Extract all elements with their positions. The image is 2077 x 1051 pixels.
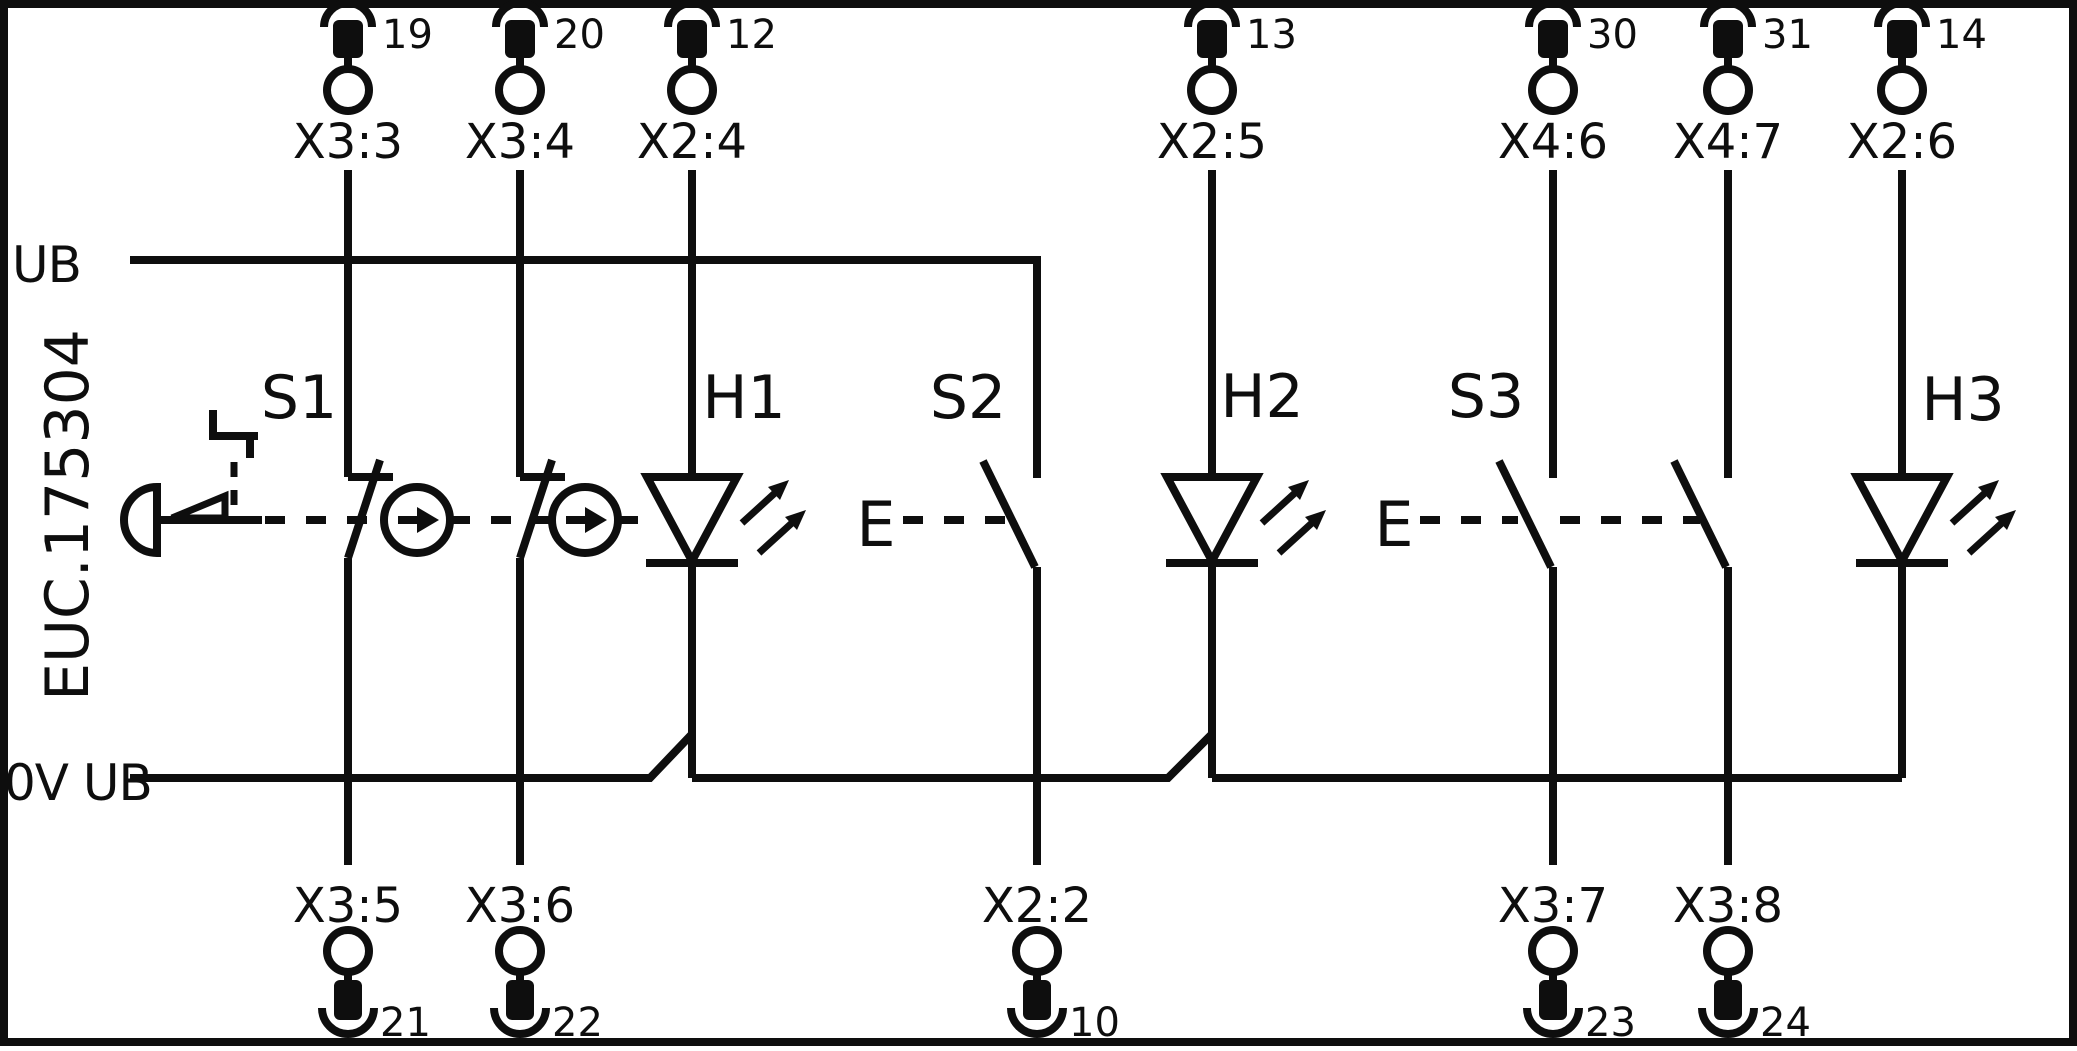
s2-no-contact-icon xyxy=(983,461,1035,567)
s1-label: S1 xyxy=(261,363,337,433)
terminal-icon xyxy=(668,3,716,111)
terminal-top-1: X3:3 19 xyxy=(293,3,433,170)
terminals-bottom: X3:5 21 X3:6 22 X2:2 10 X3:7 23 X3:8 24 xyxy=(293,878,1811,1046)
terminal-icon xyxy=(1529,3,1577,111)
s3-actuation-label: E xyxy=(1374,488,1413,561)
h2-led-icon xyxy=(1166,477,1326,563)
terminal-pin: 30 xyxy=(1587,12,1638,58)
emergency-stop-actuator-icon xyxy=(120,410,262,558)
terminal-icon xyxy=(1011,930,1063,1034)
terminal-icon xyxy=(1527,930,1579,1034)
terminal-icon xyxy=(1702,930,1754,1034)
terminal-pin: 24 xyxy=(1760,1000,1811,1046)
h2-label: H2 xyxy=(1220,362,1303,432)
terminal-top-2: X3:4 20 xyxy=(465,3,605,170)
s3-label: S3 xyxy=(1448,362,1524,432)
terminal-pin: 19 xyxy=(382,12,433,58)
terminal-label: X3:6 xyxy=(465,878,575,934)
s3-no-contact-2-icon xyxy=(1674,461,1726,567)
terminal-bottom-5: X3:8 24 xyxy=(1673,878,1811,1046)
terminal-label: X3:3 xyxy=(293,114,403,170)
h1-led-icon xyxy=(646,477,806,563)
terminal-label: X2:5 xyxy=(1157,114,1267,170)
terminal-top-6: X4:7 31 xyxy=(1673,3,1813,170)
ub-rail-label: UB xyxy=(12,236,81,294)
terminals-top: X3:3 19 X3:4 20 X2:4 12 X2:5 13 X4:6 30 … xyxy=(293,3,1987,170)
terminal-top-5: X4:6 30 xyxy=(1498,3,1638,170)
terminal-icon xyxy=(322,930,374,1034)
terminal-bottom-2: X3:6 22 xyxy=(465,878,603,1046)
wiring xyxy=(130,170,1906,865)
terminal-top-7: X2:6 14 xyxy=(1847,3,1987,170)
terminal-pin: 12 xyxy=(726,12,777,58)
terminal-icon xyxy=(496,3,544,111)
mechanical-linkage-lines xyxy=(230,462,1700,524)
terminal-pin: 21 xyxy=(380,1000,431,1046)
terminal-pin: 20 xyxy=(554,12,605,58)
terminal-label: X4:6 xyxy=(1498,114,1608,170)
terminal-icon xyxy=(324,3,372,111)
h3-led-icon xyxy=(1856,477,2016,563)
positive-opening-icon-1 xyxy=(384,487,450,553)
zero-volt-rail-label: 0V UB xyxy=(4,754,152,812)
terminal-label: X3:4 xyxy=(465,114,575,170)
terminal-icon xyxy=(494,930,546,1034)
terminal-pin: 10 xyxy=(1069,1000,1120,1046)
terminal-pin: 31 xyxy=(1762,12,1813,58)
terminal-icon xyxy=(1188,3,1236,111)
terminal-label: X4:7 xyxy=(1673,114,1783,170)
h3-label: H3 xyxy=(1921,365,2004,435)
column-wires xyxy=(344,170,1906,865)
terminal-label: X2:2 xyxy=(982,878,1092,934)
terminal-bottom-4: X3:7 23 xyxy=(1498,878,1636,1046)
terminal-icon xyxy=(1878,3,1926,111)
zero-volt-rail xyxy=(130,731,1902,782)
terminal-bottom-3: X2:2 10 xyxy=(982,878,1120,1046)
terminal-pin: 14 xyxy=(1936,12,1987,58)
terminal-top-3: X2:4 12 xyxy=(637,3,777,170)
s2-actuation-label: E xyxy=(856,488,895,561)
terminal-label: X2:6 xyxy=(1847,114,1957,170)
h1-label: H1 xyxy=(702,363,785,433)
s2-label: S2 xyxy=(930,363,1006,433)
terminal-label: X3:7 xyxy=(1498,878,1608,934)
terminal-pin: 22 xyxy=(552,1000,603,1046)
terminal-icon xyxy=(1704,3,1752,111)
terminal-label: X3:8 xyxy=(1673,878,1783,934)
terminal-pin: 13 xyxy=(1246,12,1297,58)
module-id-label: EUC.175304 xyxy=(33,329,103,701)
terminal-bottom-1: X3:5 21 xyxy=(293,878,431,1046)
terminal-label: X3:5 xyxy=(293,878,403,934)
terminal-label: X2:4 xyxy=(637,114,747,170)
positive-opening-icon-2 xyxy=(552,487,618,553)
ub-rail xyxy=(130,256,1041,478)
s3-no-contact-1-icon xyxy=(1499,461,1551,567)
terminal-pin: 23 xyxy=(1585,1000,1636,1046)
terminal-top-4: X2:5 13 xyxy=(1157,3,1297,170)
